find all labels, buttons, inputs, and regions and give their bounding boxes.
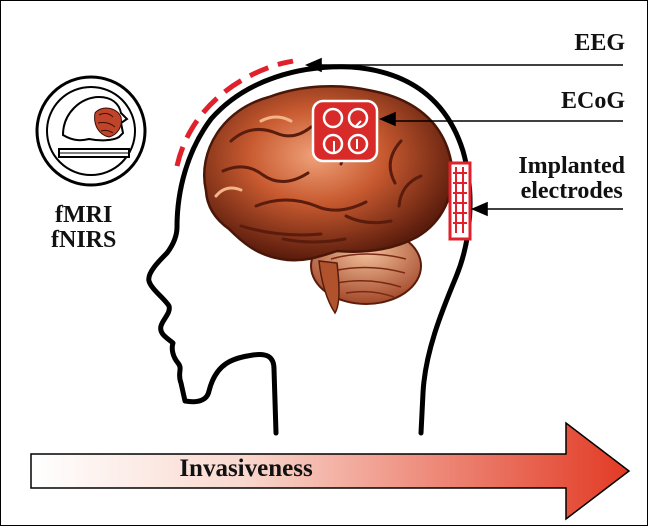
label-fmri: fMRI bbox=[51, 203, 116, 228]
implanted-electrode-array bbox=[450, 163, 470, 239]
label-fnirs: fNIRS bbox=[51, 228, 116, 253]
label-implanted-electrodes: Implanted electrodes bbox=[518, 154, 625, 204]
label-fmri-fnirs: fMRI fNIRS bbox=[51, 203, 116, 253]
mri-scanner-icon bbox=[37, 77, 145, 185]
label-implanted-line1: Implanted bbox=[518, 154, 625, 179]
label-ecog: ECoG bbox=[561, 89, 625, 114]
label-eeg: EEG bbox=[574, 31, 625, 56]
ecog-grid bbox=[313, 101, 377, 161]
label-implanted-line2: electrodes bbox=[518, 179, 625, 204]
label-invasiveness: Invasiveness bbox=[31, 449, 461, 489]
